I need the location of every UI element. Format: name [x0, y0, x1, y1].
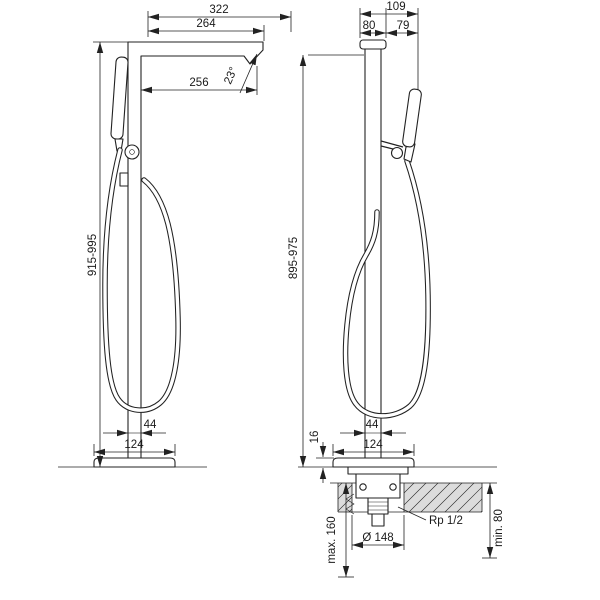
- dim-side-base-diameter: 124: [363, 439, 383, 451]
- front-view: 322 264 23° 256 915-995 44 124: [58, 4, 292, 468]
- dim-side-base-height: 16: [309, 431, 321, 444]
- side-column-cap: [359, 39, 387, 50]
- dim-front-spout-angle: 23°: [222, 65, 240, 86]
- dim-side-depth-body: 80: [363, 20, 376, 32]
- front-hose-outlet: [119, 172, 129, 187]
- side-shower-holder: [380, 140, 416, 163]
- dim-hole-diameter: Ø 148: [362, 532, 393, 544]
- front-holder-knob: [124, 144, 140, 160]
- mounting-basic-set: [345, 466, 409, 527]
- dim-side-column-width: 44: [366, 419, 379, 431]
- front-holder-knob-center: [129, 149, 135, 155]
- dim-side-height-range: 895-975: [288, 237, 300, 279]
- front-dimensions: 322 264 23° 256 915-995 44 124: [87, 4, 292, 467]
- dim-front-base-diameter: 124: [124, 439, 144, 451]
- dim-side-depth-shower: 79: [397, 20, 410, 32]
- dim-front-total-reach: 322: [209, 4, 228, 16]
- dim-front-column-width: 44: [144, 419, 157, 431]
- side-shower-hose: [342, 158, 431, 419]
- side-view: 109 80 79 895-975 16 44 124: [288, 1, 497, 483]
- dim-front-outlet-distance: 256: [189, 77, 208, 89]
- dim-connection-thread: Rp 1/2: [429, 515, 463, 527]
- installation-detail: Rp 1/2 Ø 148 max. 160 min. 80: [326, 466, 505, 578]
- dim-side-depth-total: 109: [386, 1, 405, 13]
- front-shower-hose: [102, 147, 181, 413]
- dim-front-spout-reach: 264: [196, 18, 216, 30]
- side-dimensions: 109 80 79 895-975 16 44 124: [288, 1, 419, 483]
- dim-min-recess: min. 80: [493, 509, 505, 547]
- front-base-plate: [93, 457, 176, 468]
- side-base-plate: [332, 457, 415, 468]
- side-handshower: [402, 88, 422, 148]
- dim-front-height-range: 915-995: [87, 234, 99, 276]
- dim-max-recess: max. 160: [326, 516, 338, 563]
- front-column-and-spout: [127, 41, 264, 462]
- front-handshower: [110, 56, 129, 140]
